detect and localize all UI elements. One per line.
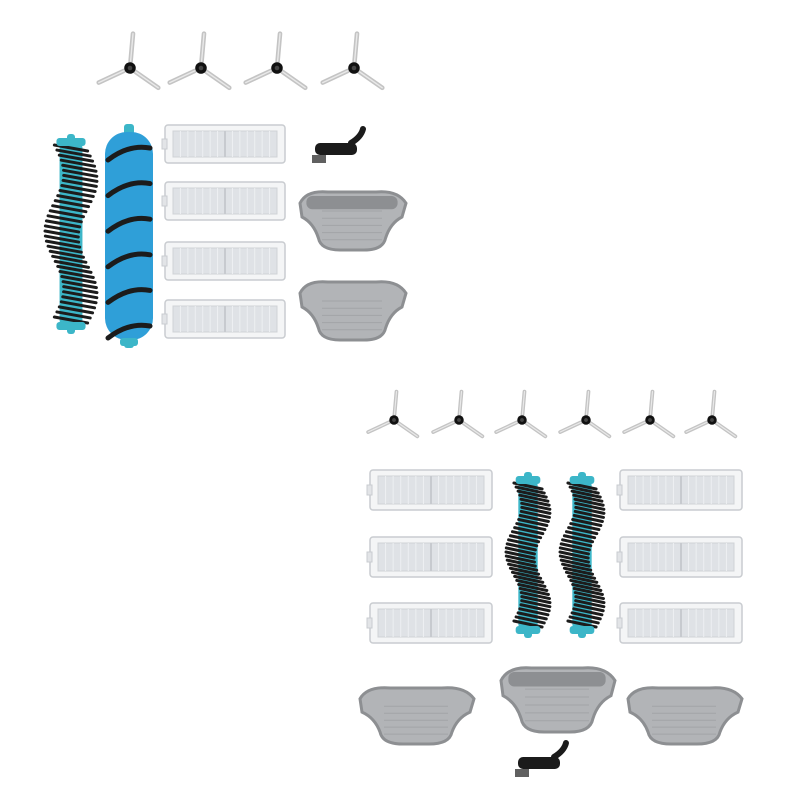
filter-icon [161, 124, 286, 164]
mop-pad-icon [499, 666, 617, 734]
filter-icon [161, 241, 286, 281]
main-brush-bristle-icon [558, 472, 606, 638]
mop-pad-icon [626, 686, 744, 746]
side-brush-icon [622, 389, 676, 439]
mop-pad-icon [358, 686, 476, 746]
main-brush-bristle-icon [504, 472, 552, 638]
filter-icon [366, 469, 493, 511]
cleaning-tool-icon [312, 126, 366, 163]
side-brush-icon [558, 389, 612, 439]
mop-pad-icon [298, 280, 408, 342]
side-brush-icon [494, 389, 548, 439]
filter-icon [161, 181, 286, 221]
side-brush-icon [366, 389, 420, 439]
filter-icon [366, 536, 493, 578]
main-brush-bristle-icon [43, 134, 99, 334]
side-brush-icon [320, 31, 385, 91]
side-brush-icon [684, 389, 738, 439]
side-brush-icon [243, 31, 308, 91]
filter-icon [161, 299, 286, 339]
cleaning-tool-icon [515, 740, 569, 777]
filter-icon [616, 536, 743, 578]
side-brush-icon [167, 31, 232, 91]
main-brush-silicone-icon [105, 124, 153, 348]
filter-icon [616, 602, 743, 644]
mop-pad-icon [298, 190, 408, 252]
filter-icon [616, 469, 743, 511]
side-brush-icon [96, 31, 161, 91]
filter-icon [366, 602, 493, 644]
side-brush-icon [431, 389, 485, 439]
